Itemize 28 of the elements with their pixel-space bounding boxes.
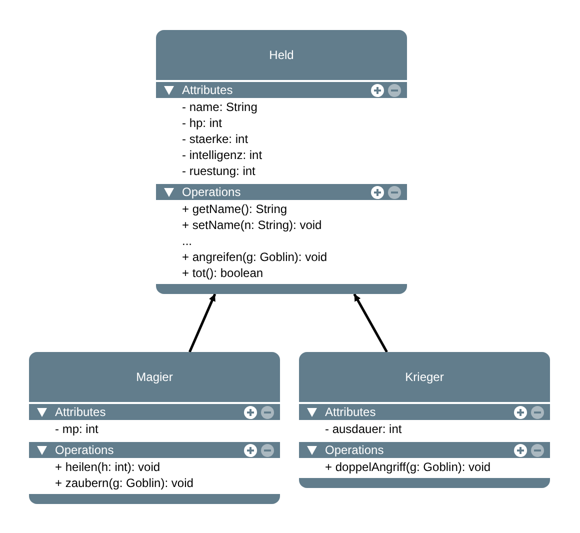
- class-name: Magier: [136, 370, 173, 384]
- operation-text: + doppelAngriff(g: Goblin): void: [325, 459, 491, 475]
- section-title: Operations: [325, 443, 384, 457]
- inheritance-arrow: [188, 294, 216, 352]
- attribute-text: - hp: int: [182, 115, 222, 131]
- attribute-text: - staerke: int: [182, 131, 248, 147]
- class-name: Krieger: [405, 370, 444, 384]
- attribute-text: - name: String: [182, 99, 258, 115]
- attribute-text: - ruestung: int: [182, 163, 256, 179]
- operation-text: + getName(): String: [182, 201, 288, 217]
- section-title: Attributes: [325, 405, 376, 419]
- attribute-text: - mp: int: [55, 421, 98, 437]
- attribute-text: - ausdauer: int: [325, 421, 402, 437]
- class-box: [29, 352, 280, 504]
- operation-text: + setName(n: String): void: [182, 217, 322, 233]
- section-title: Operations: [182, 185, 241, 199]
- class-name: Held: [269, 48, 294, 62]
- section-title: Operations: [55, 443, 114, 457]
- section-title: Attributes: [182, 83, 233, 97]
- section-title: Attributes: [55, 405, 106, 419]
- attribute-text: - intelligenz: int: [182, 147, 262, 163]
- operation-text: + tot(): boolean: [182, 265, 264, 281]
- operation-text: + zaubern(g: Goblin): void: [55, 475, 194, 491]
- operation-text: + heilen(h: int): void: [55, 459, 160, 475]
- operation-text: ...: [182, 233, 192, 249]
- class-box: [299, 352, 550, 488]
- operation-text: + angreifen(g: Goblin): void: [182, 249, 328, 265]
- inheritance-arrow: [353, 293, 388, 353]
